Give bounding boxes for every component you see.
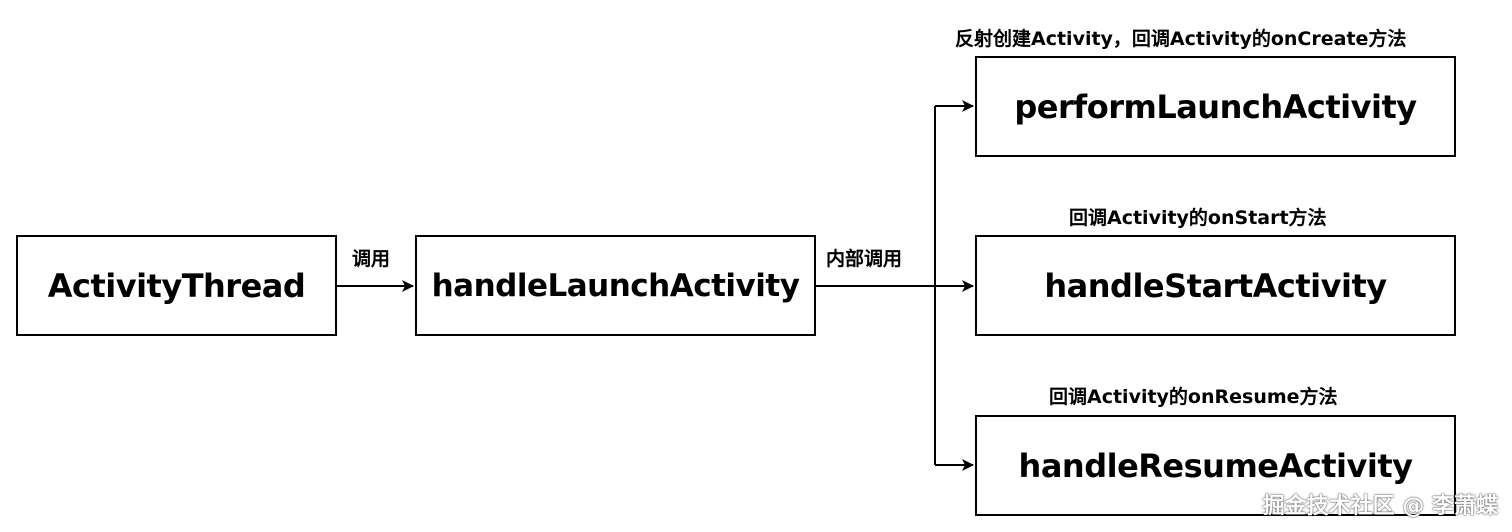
perform-launch-activity-label: performLaunchActivity (1014, 87, 1417, 126)
handle-start-activity-node: handleStartActivity (975, 235, 1456, 336)
note-handle-resume: 回调Activity的onResume方法 (1049, 386, 1338, 408)
handle-launch-activity-label: handleLaunchActivity (431, 267, 800, 304)
note-perform-launch: 反射创建Activity，回调Activity的onCreate方法 (955, 28, 1407, 50)
edge-label-internal-call: 内部调用 (826, 248, 903, 270)
edge-label-call: 调用 (352, 248, 391, 270)
activity-thread-node: ActivityThread (16, 235, 337, 336)
handle-start-activity-label: handleStartActivity (1044, 266, 1387, 305)
perform-launch-activity-node: performLaunchActivity (975, 56, 1456, 157)
handle-resume-activity-label: handleResumeActivity (1018, 446, 1413, 485)
note-handle-start: 回调Activity的onStart方法 (1069, 207, 1327, 229)
handle-resume-activity-node: handleResumeActivity (975, 415, 1456, 516)
activity-thread-label: ActivityThread (47, 266, 306, 305)
watermark: 掘金技术社区 @ 李萧蝶 (1262, 494, 1498, 519)
handle-launch-activity-node: handleLaunchActivity (415, 235, 816, 336)
